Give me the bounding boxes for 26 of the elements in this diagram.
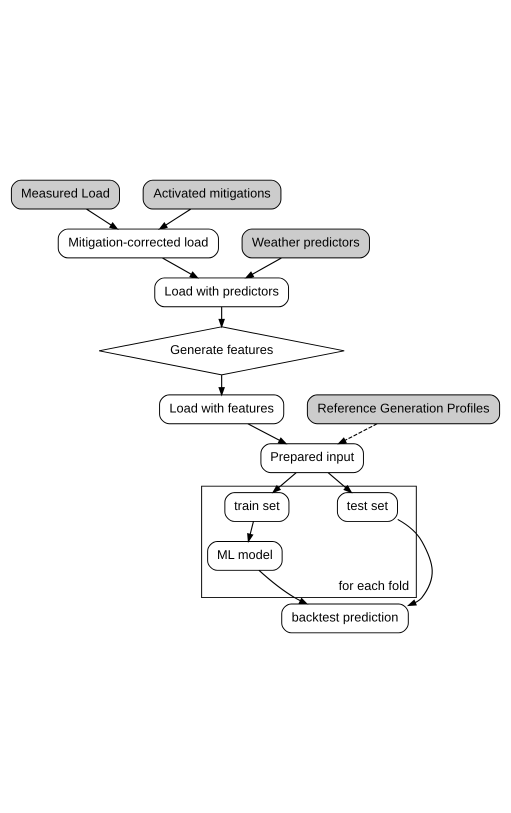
arrow — [337, 423, 378, 444]
node-box: Measured Load — [10, 180, 120, 210]
node-box: Mitigation-corrected load — [58, 228, 219, 258]
node-box: Reference Generation Profiles — [306, 394, 500, 424]
arrow — [218, 375, 225, 397]
arrow — [162, 257, 200, 279]
node-box: Load with predictors — [154, 277, 290, 308]
node-diamond: Generate features — [98, 326, 345, 376]
arrow — [244, 257, 282, 279]
node-box: ML model — [207, 541, 283, 571]
arrow — [258, 570, 308, 605]
node-box: Prepared input — [260, 443, 364, 474]
arrow — [247, 521, 254, 543]
arrow — [86, 208, 119, 230]
node-box: Load with features — [159, 394, 284, 424]
arrow — [218, 306, 225, 328]
arrow — [158, 208, 192, 230]
node-box: backtest prediction — [281, 603, 409, 634]
node-box: test set — [336, 492, 398, 522]
node-box: Weather predictors — [242, 228, 370, 258]
arrow — [328, 472, 353, 494]
node-box: train set — [224, 492, 290, 522]
arrow — [272, 472, 297, 494]
arrow — [397, 518, 433, 606]
node-box: Activated mitigations — [142, 180, 282, 210]
arrow — [248, 423, 288, 444]
